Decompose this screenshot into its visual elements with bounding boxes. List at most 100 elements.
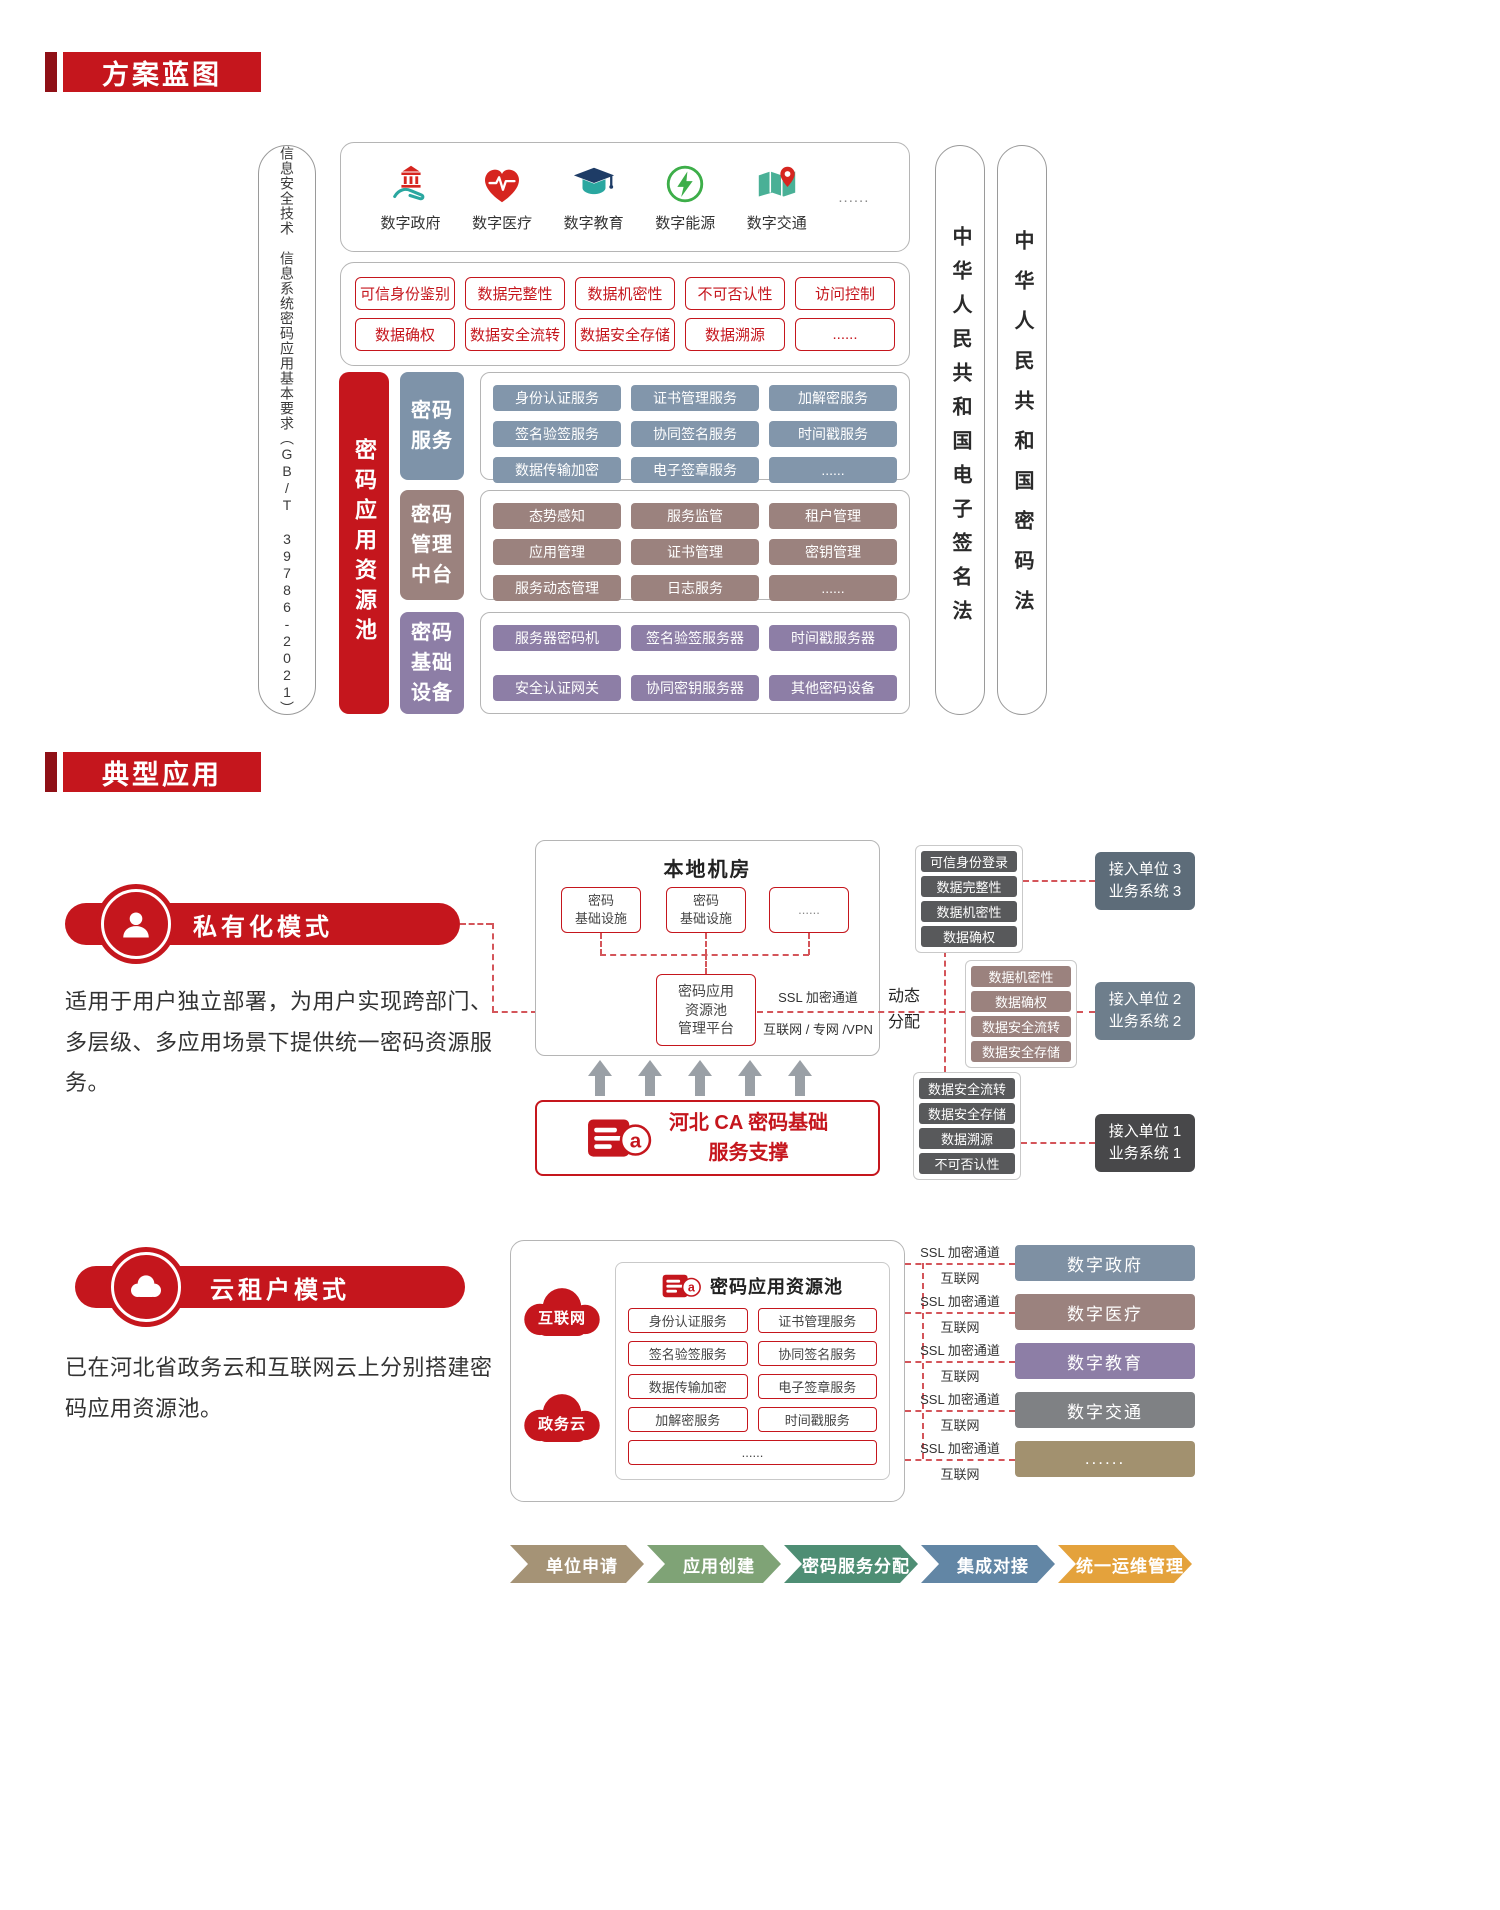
- dyn-line: 分配: [887, 1013, 920, 1031]
- standard-gbt-label: 信息安全技术 信息系统密码应用基本要求（GB/T 39786-2021）: [279, 146, 295, 716]
- dashed-connector: [905, 1410, 1015, 1412]
- management-layer-panel: 态势感知 服务监管 租户管理 应用管理 证书管理 密钥管理 服务动态管理 日志服…: [480, 490, 910, 601]
- dashed-connector: [600, 933, 602, 955]
- process-step-create: 应用创建: [647, 1545, 781, 1583]
- service-chip: 协同签名服务: [631, 421, 759, 447]
- capability-chip: 可信身份登录: [921, 851, 1017, 872]
- crypto-law-bar: 中华人民共和国密码法: [997, 145, 1047, 715]
- service-chip: 数据传输加密: [493, 457, 621, 483]
- device-chip: 其他密码设备: [769, 675, 897, 701]
- platform-line: 资源池: [685, 1001, 727, 1018]
- education-cap-icon: [573, 167, 614, 195]
- private-mode-badge: [96, 884, 176, 964]
- platform-line: 密码应用: [678, 982, 734, 999]
- management-chip: ......: [769, 575, 897, 601]
- cloud-shape-icon: [524, 1288, 600, 1336]
- label-line: 密码: [411, 400, 453, 422]
- hebei-ca-support-box: a 河北 CA 密码基础 服务支撑: [535, 1100, 880, 1176]
- cloud-mode-description: 已在河北省政务云和互联网云上分别搭建密码应用资源池。: [65, 1355, 493, 1421]
- title-accent-bar: [45, 752, 57, 792]
- ssl-channel-label: SSL 加密通道: [778, 990, 858, 1005]
- pool-services-grid: 身份认证服务 证书管理服务 签名验签服务 协同签名服务 数据传输加密 电子签章服…: [628, 1308, 877, 1465]
- internet-label: 互联网: [940, 1418, 980, 1433]
- pool-service-chip: 加解密服务: [628, 1407, 748, 1432]
- management-chip: 证书管理: [631, 539, 759, 565]
- dynamic-allocation-label: 动态 分配: [880, 984, 928, 1035]
- target-digital-education: 数字教育: [1015, 1343, 1195, 1379]
- capability-chip: 数据确权: [921, 926, 1017, 947]
- management-chip: 密钥管理: [769, 539, 897, 565]
- label-line: 密码: [411, 504, 453, 526]
- dashed-connector: [705, 954, 707, 974]
- system-label: 业务系统 2: [1108, 1013, 1182, 1030]
- dashed-connector: [944, 951, 946, 1072]
- cloud-shape-icon: [524, 1394, 600, 1442]
- support-text: 河北 CA 密码基础 服务支撑: [669, 1108, 828, 1168]
- process-step-operate: 统一运维管理: [1058, 1545, 1192, 1583]
- dashed-connector: [808, 933, 810, 955]
- support-line: 服务支撑: [708, 1142, 789, 1164]
- internet-label: 互联网: [940, 1369, 980, 1384]
- pool-service-chip: 协同签名服务: [757, 1341, 877, 1366]
- service-chip: 身份认证服务: [493, 385, 621, 411]
- pool-service-chip: 数据传输加密: [628, 1374, 748, 1399]
- industries-panel: 数字政府 数字医疗 数字教育 数字能源: [340, 142, 910, 252]
- resource-pool-bar: 密码应用资源池: [339, 372, 389, 714]
- industry-label: 数字交通: [746, 215, 807, 232]
- private-mode-title: 私有化模式: [193, 913, 333, 941]
- target-digital-traffic: 数字交通: [1015, 1392, 1195, 1428]
- capability-chip: 数据机密性: [971, 966, 1071, 987]
- pool-title: 密码应用资源池: [710, 1277, 843, 1297]
- capability-badge: 可信身份鉴别: [355, 277, 455, 310]
- crypto-law-label: 中华人民共和国密码法: [1011, 230, 1033, 630]
- unit-label: 接入单位 2: [1108, 990, 1182, 1008]
- capabilities-panel: 可信身份鉴别 数据完整性 数据机密性 不可否认性 访问控制 数据确权 数据安全流…: [340, 262, 910, 366]
- crypto-infrastructure-box: 密码 基础设施: [666, 887, 746, 933]
- service-chip: 时间戳服务: [769, 421, 897, 447]
- local-server-room: 本地机房 密码 基础设施 密码 基础设施 ...... 密码应用 资源池 管理平…: [535, 840, 880, 1056]
- hebei-ca-logo: a: [662, 1274, 701, 1298]
- system-label: 业务系统 3: [1108, 883, 1182, 900]
- ssl-channel-label: SSL 加密通道: [920, 1245, 1000, 1260]
- device-layer-label: 密码 基础 设备: [400, 612, 464, 714]
- label-line: 基础: [411, 652, 453, 674]
- up-arrows: [588, 1060, 812, 1096]
- pool-service-more: ......: [628, 1440, 877, 1465]
- svg-text:a: a: [688, 1281, 696, 1295]
- support-line: 河北 CA 密码基础: [668, 1112, 829, 1134]
- infra-line: 密码: [692, 893, 719, 909]
- unit-box-1: 接入单位 1 业务系统 1: [1095, 1114, 1195, 1172]
- dashed-connector: [905, 1459, 1015, 1461]
- industry-label: 数字医疗: [472, 215, 533, 232]
- pool-service-chip: 证书管理服务: [757, 1308, 877, 1333]
- resource-pool-label: 密码应用资源池: [352, 438, 377, 648]
- management-chip: 日志服务: [631, 575, 759, 601]
- cloud-icon: [131, 1275, 161, 1297]
- badge-ring: [111, 1252, 181, 1322]
- capability-chip: 数据完整性: [921, 876, 1017, 897]
- unit-box-2: 接入单位 2 业务系统 2: [1095, 982, 1195, 1040]
- infrastructure-more-box: ......: [769, 887, 849, 933]
- service-layer-label: 密码 服务: [400, 372, 464, 480]
- capability-chip: 数据溯源: [919, 1128, 1015, 1149]
- system-label: 业务系统 1: [1108, 1145, 1182, 1162]
- dashed-connector: [460, 923, 492, 925]
- cloud-label: 互联网: [537, 1310, 586, 1327]
- label-line: 密码: [411, 622, 453, 644]
- user-icon: [123, 912, 149, 938]
- capability-chip: 数据安全流转: [919, 1078, 1015, 1099]
- internet-label: 互联网: [940, 1467, 980, 1482]
- dashed-connector: [492, 1011, 537, 1013]
- service-chip: 证书管理服务: [631, 385, 759, 411]
- process-flow: 单位申请 应用创建 密码服务分配 集成对接 统一运维管理: [510, 1545, 1192, 1583]
- dashed-connector: [905, 1312, 1015, 1314]
- service-chip: ......: [769, 457, 897, 483]
- energy-bolt-icon: [667, 165, 704, 203]
- industries-more-dots: ......: [838, 188, 870, 206]
- more-dots: ......: [798, 902, 820, 918]
- pool-service-chip: 身份认证服务: [628, 1308, 748, 1333]
- capability-chip: 数据安全存储: [971, 1041, 1071, 1062]
- industry-label: 数字教育: [563, 215, 624, 232]
- device-chip: 协同密钥服务器: [631, 675, 759, 701]
- target-more: ......: [1015, 1441, 1195, 1477]
